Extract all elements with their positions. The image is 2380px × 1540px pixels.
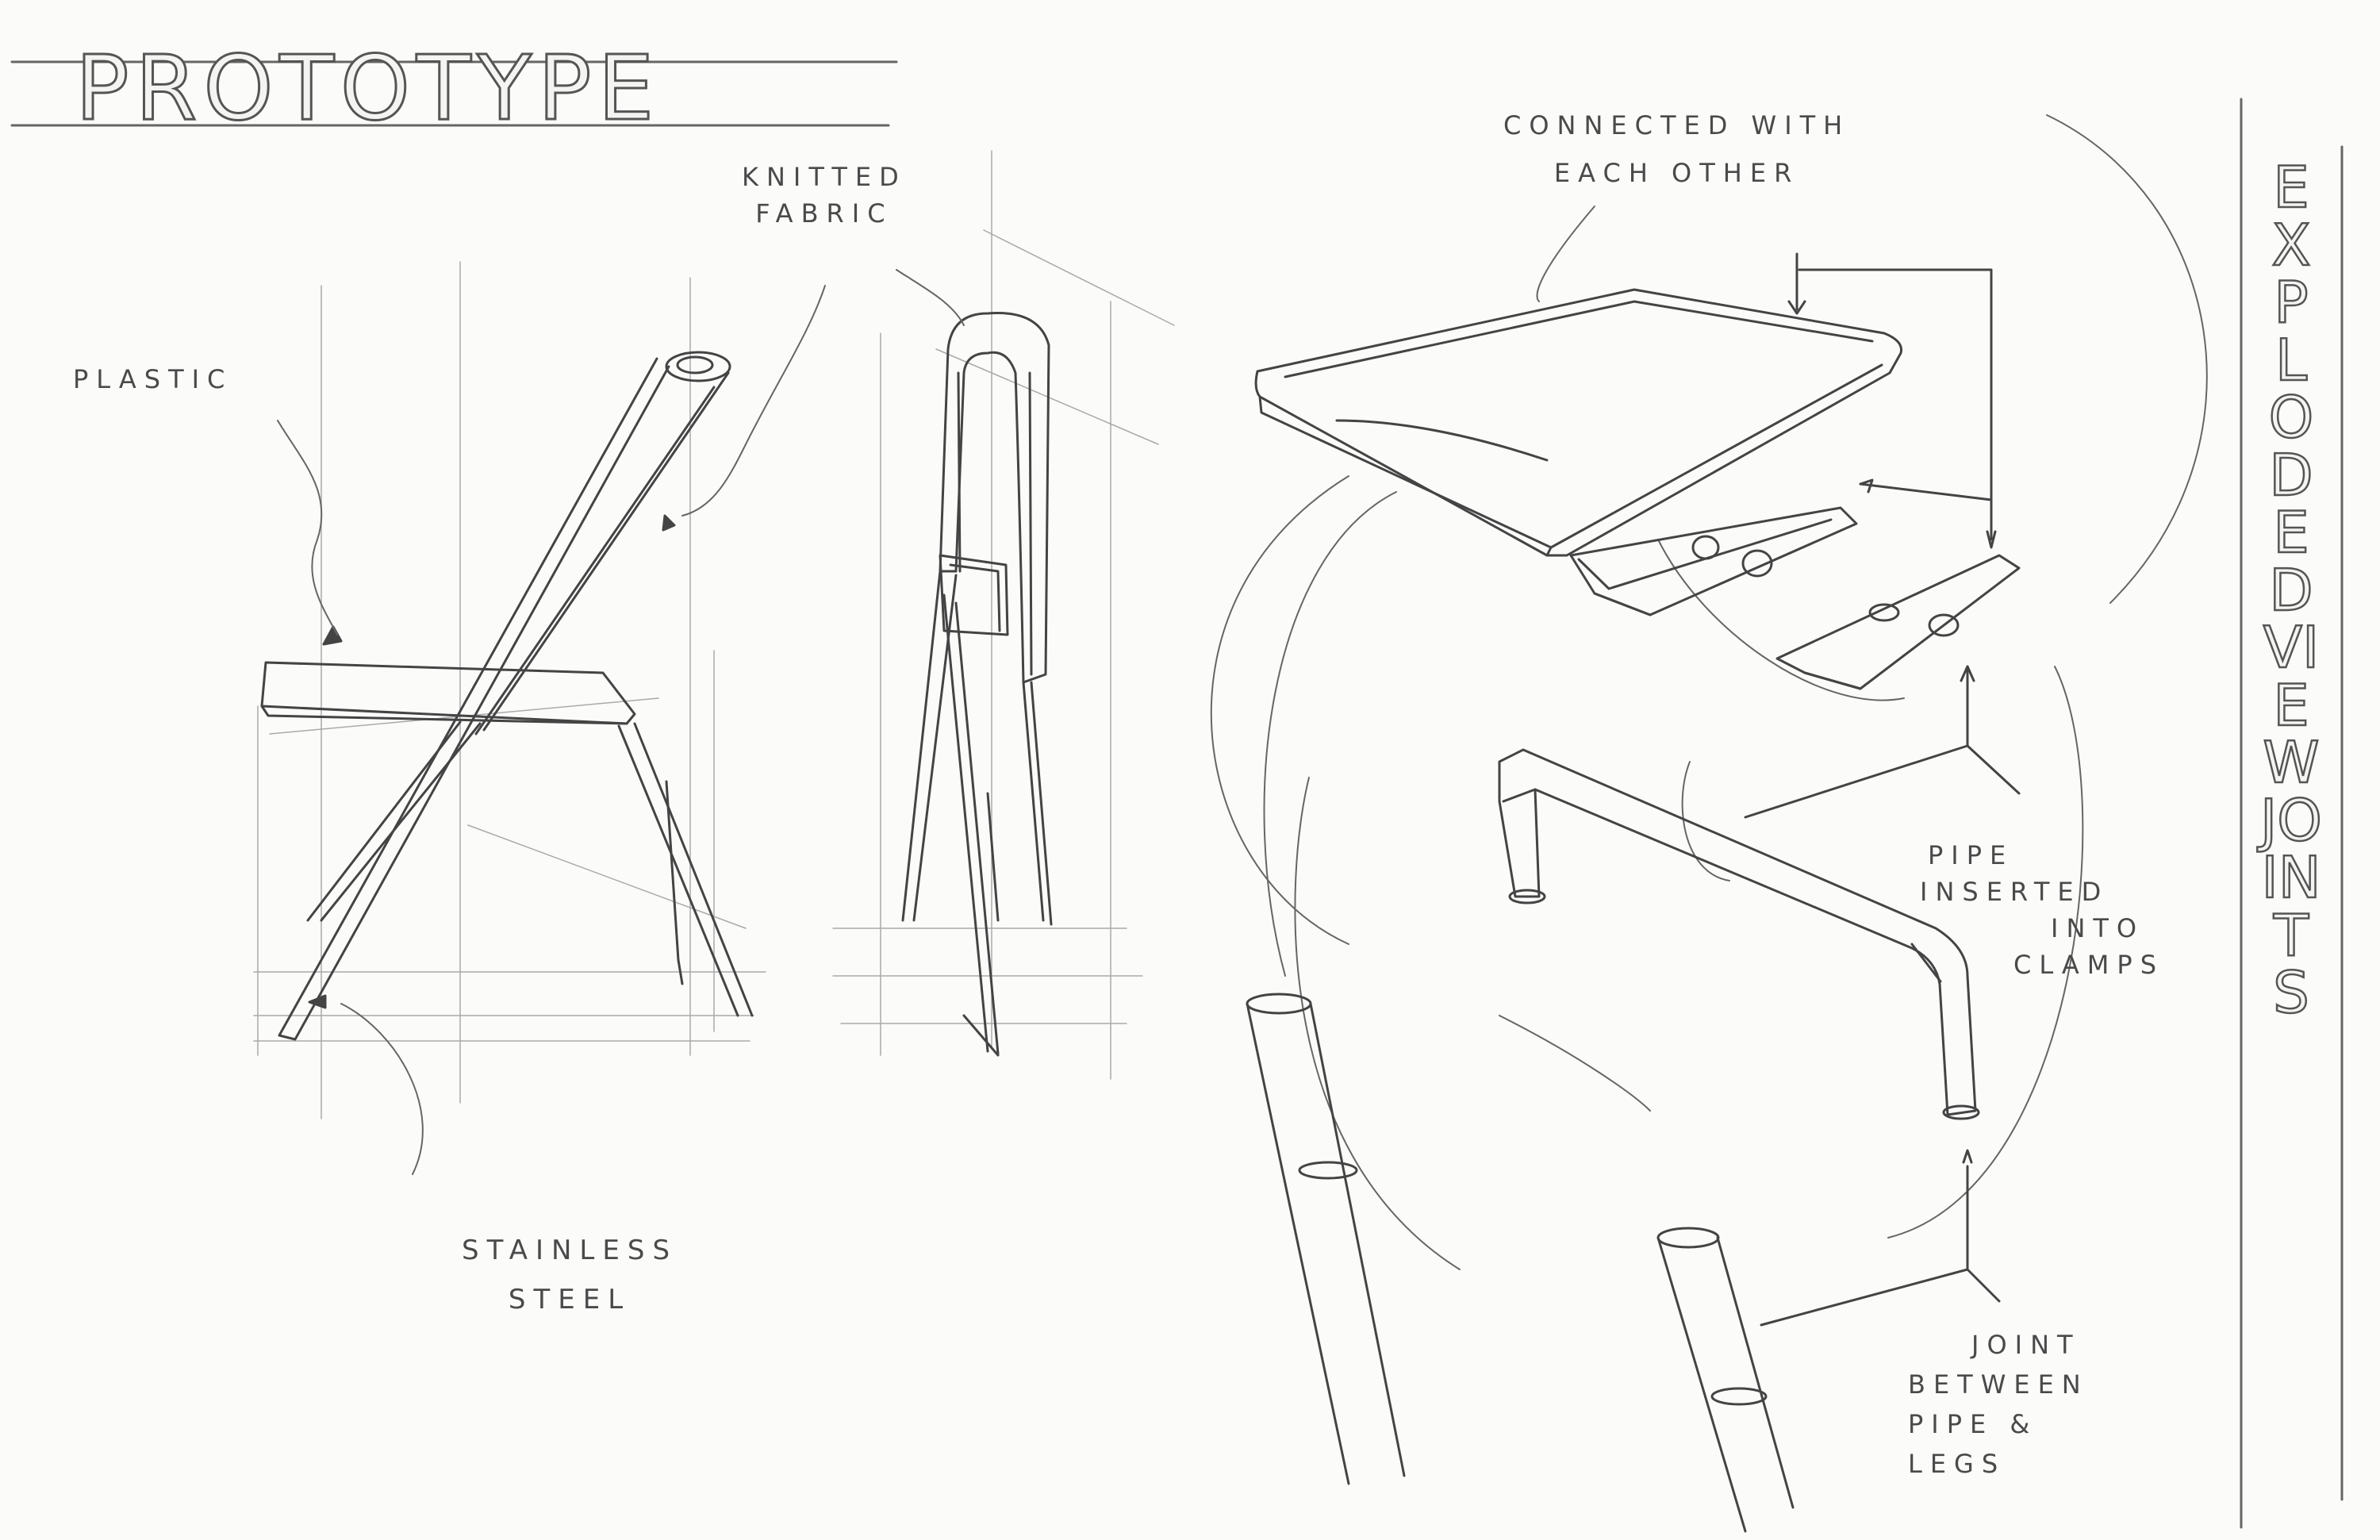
chair-front-view: [832, 150, 1175, 1080]
vertical-title-frame: [2240, 98, 2344, 1529]
vertical-section-title: EXPLODED VIEW JOINTS: [2259, 154, 2323, 1026]
callout-lines: [277, 269, 965, 1175]
chair-side-view: [253, 261, 766, 1119]
label-plastic: PLASTIC: [73, 364, 233, 394]
label-knitted-fabric: KNITTED FABRIC: [742, 162, 907, 229]
label-connected-with-each-other: CONNECTED WITH EACH OTHER: [1503, 110, 1851, 188]
title-frame: [10, 60, 898, 127]
label-stainless-steel: STAINLESS STEEL: [462, 1235, 678, 1315]
exploded-joint-views: [1210, 114, 2208, 1533]
page-title: PROTOTYPE: [74, 37, 661, 140]
label-pipe-inserted-into-clamps: PIPE INSERTED INTO CLAMPS: [1920, 840, 2165, 980]
label-joint-between-pipe-and-legs: JOINT BETWEEN PIPE & LEGS: [1908, 1330, 2089, 1479]
